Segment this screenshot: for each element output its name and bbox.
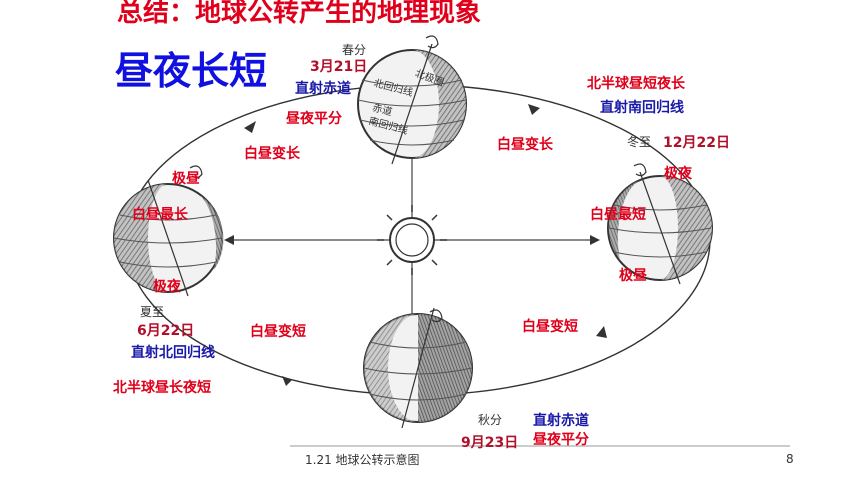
- annotation-summer-polar-night: 极夜: [153, 279, 181, 295]
- annotation-summer-longest: 白昼最长: [132, 207, 188, 223]
- slide-subtitle: 昼夜长短: [115, 49, 268, 93]
- globe-winter: [607, 163, 713, 285]
- annotation-winter-polar-night: 极夜: [664, 166, 692, 182]
- figure-caption: 1.21 地球公转示意图: [305, 453, 420, 467]
- orbit-arrow-top-left: [244, 121, 256, 133]
- globe-summer: [113, 165, 224, 297]
- annotation-summer-nh: 北半球昼长夜短: [113, 380, 211, 396]
- annotation-summer-to-autumn: 白昼变短: [250, 324, 306, 340]
- annotation-winter-shortest: 白昼最短: [590, 207, 646, 223]
- annotation-winter-nh: 北半球昼短夜长: [587, 76, 685, 92]
- annotation-summer-polar-day: 极昼: [172, 171, 200, 187]
- annotation-spring-date: 3月21日: [310, 59, 368, 75]
- annotation-autumn-date: 9月23日: [461, 435, 519, 451]
- annotation-winter-date: 12月22日: [663, 135, 730, 151]
- label-autumn-equinox: 秋分: [478, 413, 503, 427]
- globe-autumn: [363, 307, 473, 429]
- orbit-arrow-bottom-right: [596, 326, 607, 338]
- sun-icon: [377, 205, 447, 275]
- annotation-spring-equal: 昼夜平分: [286, 111, 342, 127]
- annotation-spring-direct: 直射赤道: [295, 81, 351, 97]
- orbit-arrow-top-right: [528, 104, 540, 115]
- annotation-autumn-equal: 昼夜平分: [533, 432, 589, 448]
- globe-spring: [357, 35, 467, 165]
- annotation-summer-date: 6月22日: [137, 323, 195, 339]
- annotation-winter-direct: 直射南回归线: [600, 100, 684, 116]
- annotation-autumn-direct: 直射赤道: [533, 413, 589, 429]
- annotation-summer-direct: 直射北回归线: [131, 345, 215, 361]
- label-spring-equinox: 春分: [342, 43, 367, 57]
- annotation-winter-polar-day: 极昼: [619, 268, 647, 284]
- annotation-top-right-day-longer: 白昼变长: [497, 137, 553, 153]
- annotation-spring-to-summer: 白昼变长: [244, 146, 300, 162]
- label-summer-solstice: 夏至: [140, 305, 165, 319]
- page-number: 8: [786, 452, 794, 466]
- label-winter-solstice: 冬至: [627, 135, 652, 149]
- slide-title: 总结：地球公转产生的地理现象: [117, 0, 482, 28]
- orbit-arrow-bottom-left: [282, 376, 292, 386]
- annotation-autumn-to-winter: 白昼变短: [522, 319, 578, 335]
